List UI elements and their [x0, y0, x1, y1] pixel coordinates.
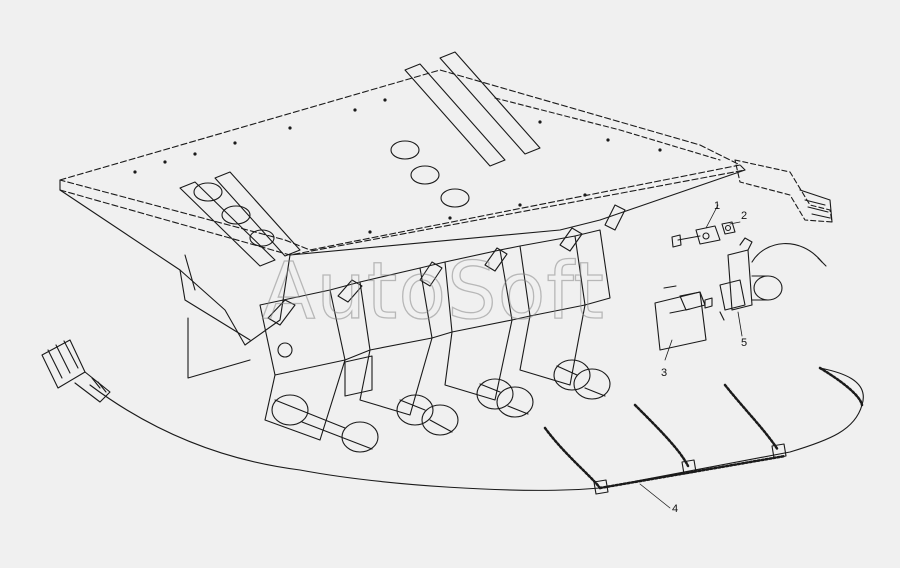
hopper-side-walls — [59, 169, 746, 379]
callout-1: 1 — [714, 200, 720, 212]
callout-3: 3 — [661, 367, 667, 379]
side-bracket — [734, 159, 833, 223]
callout-5: 5 — [741, 337, 747, 349]
front-brackets — [267, 204, 626, 326]
metering-units — [259, 229, 611, 441]
callout-2: 2 — [741, 210, 747, 222]
part-4-wiring-harness — [41, 339, 864, 495]
part-2-nut — [721, 221, 736, 235]
outlet-tubes — [271, 359, 611, 453]
leader-lines — [639, 204, 743, 509]
hopper-top-plate — [59, 69, 746, 256]
part-3-plate — [654, 285, 707, 351]
part-1-bolt-bracket — [671, 225, 721, 248]
part-5-sensor — [704, 237, 827, 321]
callout-labels: 1 2 3 4 5 — [661, 200, 747, 515]
watermark: AutoSoft — [262, 247, 605, 337]
callout-4: 4 — [672, 503, 678, 515]
mounting-rails — [179, 51, 541, 267]
